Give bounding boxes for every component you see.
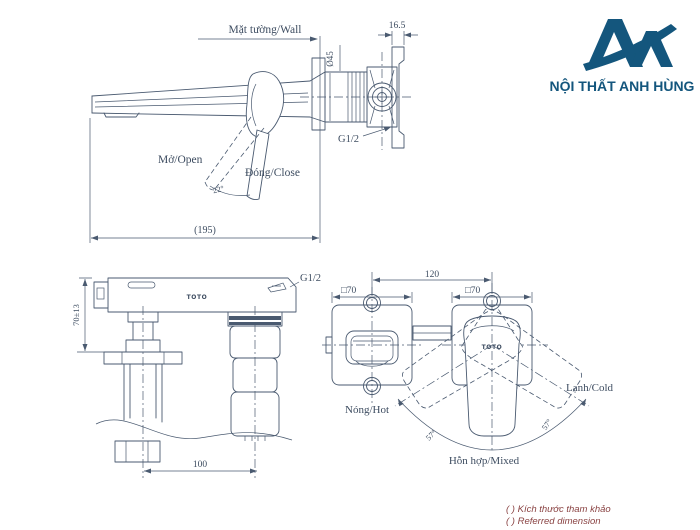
- lever-angle-dim: 22°: [212, 184, 225, 195]
- sq70l-arrow-l: [333, 294, 340, 300]
- top-view: TOTO G1/2 70±13 100: [71, 273, 321, 478]
- fitting-detail: [125, 441, 149, 462]
- wall-label: Mặt tường/Wall: [228, 24, 301, 36]
- aerator: [103, 112, 140, 118]
- dim-120-arrow-l: [373, 277, 380, 283]
- dim-sq70-left-lines: [331, 292, 413, 303]
- wall-leader-arrow: [310, 36, 318, 42]
- valve-centerlines: [300, 52, 412, 150]
- cold-label: Lạnh/Cold: [566, 382, 614, 394]
- swing-angle-left: 57°: [424, 428, 438, 442]
- dim-sq70-right-lines: [451, 292, 533, 303]
- valve-feet: [244, 436, 266, 441]
- dim-195-arrow-r: [312, 235, 319, 241]
- cap-detail: [96, 287, 105, 300]
- left-plate-size-dim: □70: [341, 286, 356, 296]
- right-plate-size-dim: □70: [465, 286, 480, 296]
- side-view: Mặt tường/Wall 16.5 Ø45 G1/2 Mở/Open Đón…: [89, 21, 418, 243]
- mixed-label: Hỗn hợp/Mixed: [449, 455, 520, 467]
- g12-leader-top: [362, 127, 389, 137]
- escutcheon-flange: [311, 57, 326, 131]
- angle-arc-22: [209, 185, 251, 196]
- spacing-dim: 100: [193, 460, 208, 470]
- hot-label: Nóng/Hot: [345, 404, 389, 416]
- dim-100-arrow-l: [144, 468, 151, 474]
- dim-70-arrow-t: [82, 279, 88, 286]
- open-label: Mở/Open: [158, 154, 203, 166]
- supply-pipe: [123, 363, 163, 423]
- g12-arrow-top: [383, 127, 391, 132]
- arc-arrow-l: [398, 399, 404, 407]
- footnote-english: ( ) Referred dimension: [506, 516, 601, 527]
- wall-depth-dim: 70±13: [71, 304, 81, 326]
- g12-leader-bottom: [289, 281, 300, 288]
- sq70r-arrow-l: [453, 294, 460, 300]
- arc-arrow-r: [580, 399, 586, 407]
- sq70l-arrow-r: [404, 294, 411, 300]
- dim-165-arrow-l: [385, 32, 392, 38]
- dim-120-lines: [371, 272, 493, 294]
- cartridge-braces: [369, 69, 395, 125]
- dim-120-arrow-r: [484, 277, 491, 283]
- mounting-plate: [391, 46, 405, 149]
- center-distance-dim: 120: [425, 270, 440, 280]
- break-line: [95, 419, 293, 441]
- pipe-fitting: [114, 440, 161, 463]
- handle-hot-position: [461, 308, 583, 409]
- dim-165-lines: [378, 31, 418, 45]
- topview-centerlines: [142, 306, 256, 478]
- handle-detail: [251, 83, 257, 127]
- spout-diameter-dim: Ø45: [325, 51, 335, 67]
- flange-detail: [121, 352, 165, 364]
- plate-thickness-dim: 16.5: [389, 21, 406, 31]
- handle-cold-position: [401, 308, 523, 409]
- spray-mark: [267, 282, 287, 293]
- lever-open-dashed: [204, 116, 265, 191]
- thread-label-side: G1/2: [338, 134, 359, 145]
- brand-mark-topview: TOTO: [187, 294, 208, 301]
- lever-closed: [246, 129, 270, 201]
- slot-detail: [127, 281, 156, 289]
- dim-70-lines: [77, 277, 104, 353]
- dim-100-arrow-r: [250, 468, 257, 474]
- footnote: ( ) Kích thước tham khảo ( ) Referred di…: [506, 504, 611, 527]
- brand-name: NỘI THẤT ANH HÙNG: [550, 77, 695, 94]
- anh-hung-logo-icon: [583, 19, 677, 71]
- swing-centerlines: [371, 283, 590, 450]
- handle-side: [245, 71, 285, 138]
- footnote-vietnamese: ( ) Kích thước tham khảo: [506, 504, 611, 515]
- swing-arc: [397, 398, 587, 451]
- front-view: TOTO 57° 57° 120 □70 □70 Nóng/Hot Lạnh/C…: [322, 270, 614, 467]
- thread-label-top: G1/2: [300, 273, 321, 284]
- sq70r-arrow-r: [524, 294, 531, 300]
- spout-end-cap: [93, 281, 109, 309]
- overall-length-dim: (195): [194, 225, 216, 236]
- anh-hung-logo: NỘI THẤT ANH HÙNG: [550, 19, 695, 94]
- dim-70-arrow-b: [82, 344, 88, 351]
- close-label: Đóng/Close: [245, 167, 300, 179]
- dim-195-lines: [89, 118, 319, 243]
- dim-195-arrow-l: [91, 235, 98, 241]
- dim-165-arrow-r: [404, 32, 411, 38]
